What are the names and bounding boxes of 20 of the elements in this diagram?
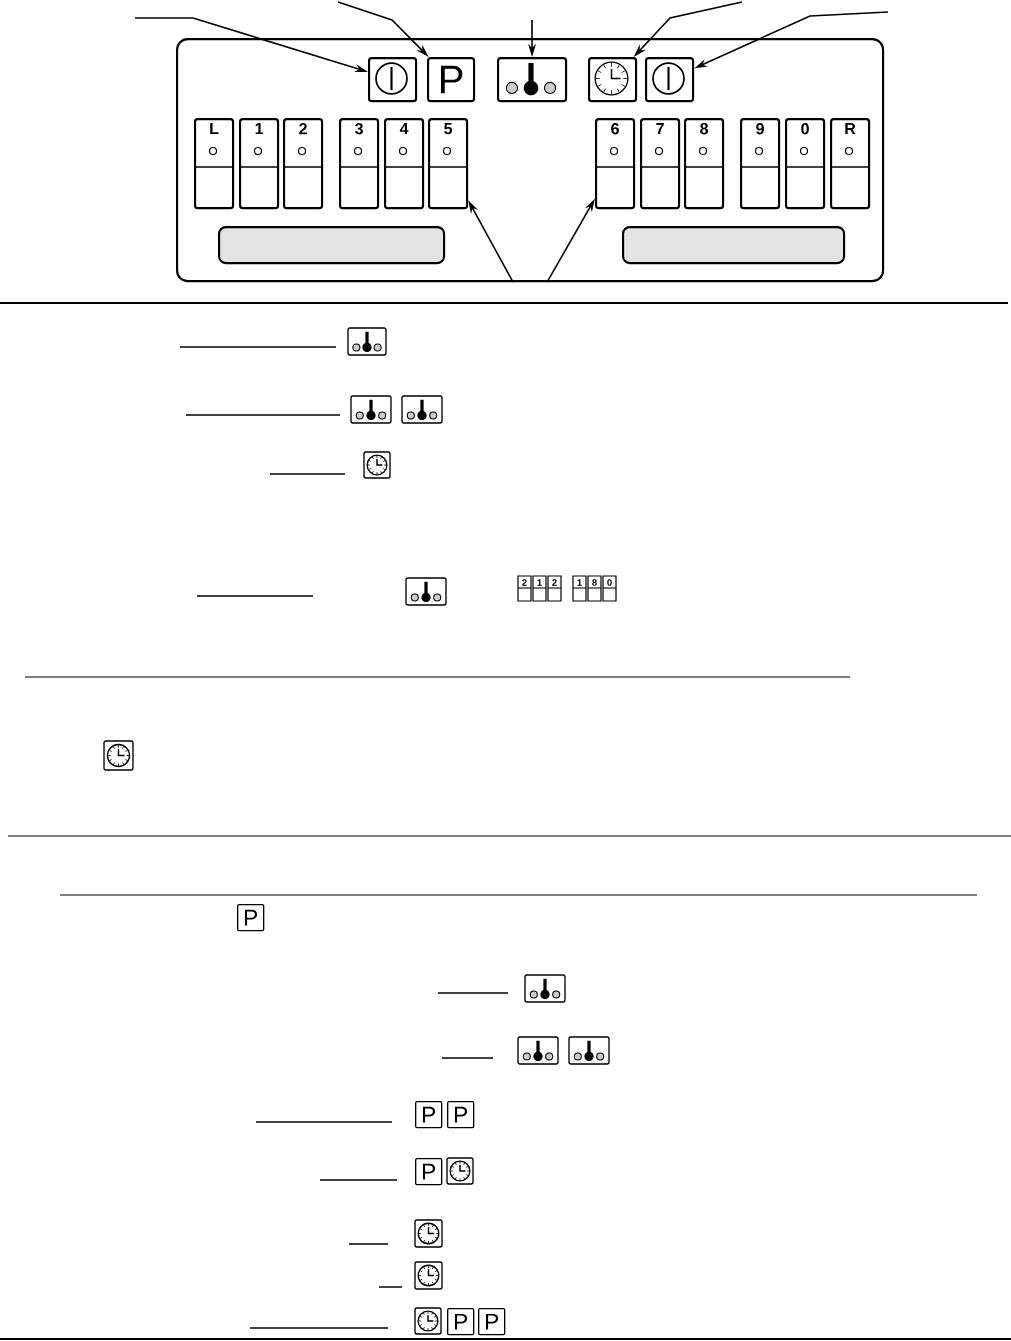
key-button: 0 — [784, 118, 826, 210]
key-button: 3 — [338, 118, 380, 210]
key-button: 9 — [739, 118, 781, 210]
program-button: P — [427, 57, 476, 103]
power-button — [368, 57, 418, 103]
power-button — [645, 57, 695, 103]
temperature-button — [497, 57, 568, 103]
key-button: L — [193, 118, 235, 210]
timer-button — [588, 57, 638, 103]
key-button: R — [829, 118, 871, 210]
key-button: 7 — [639, 118, 681, 210]
key-button: 8 — [683, 118, 725, 210]
display-window — [218, 226, 446, 265]
panel-frame — [176, 38, 885, 283]
key-button: 6 — [594, 118, 636, 210]
key-button: 4 — [383, 118, 425, 210]
display-window — [622, 226, 846, 265]
key-button: 1 — [238, 118, 280, 210]
key-button: 5 — [427, 118, 469, 210]
key-button: 2 — [282, 118, 324, 210]
